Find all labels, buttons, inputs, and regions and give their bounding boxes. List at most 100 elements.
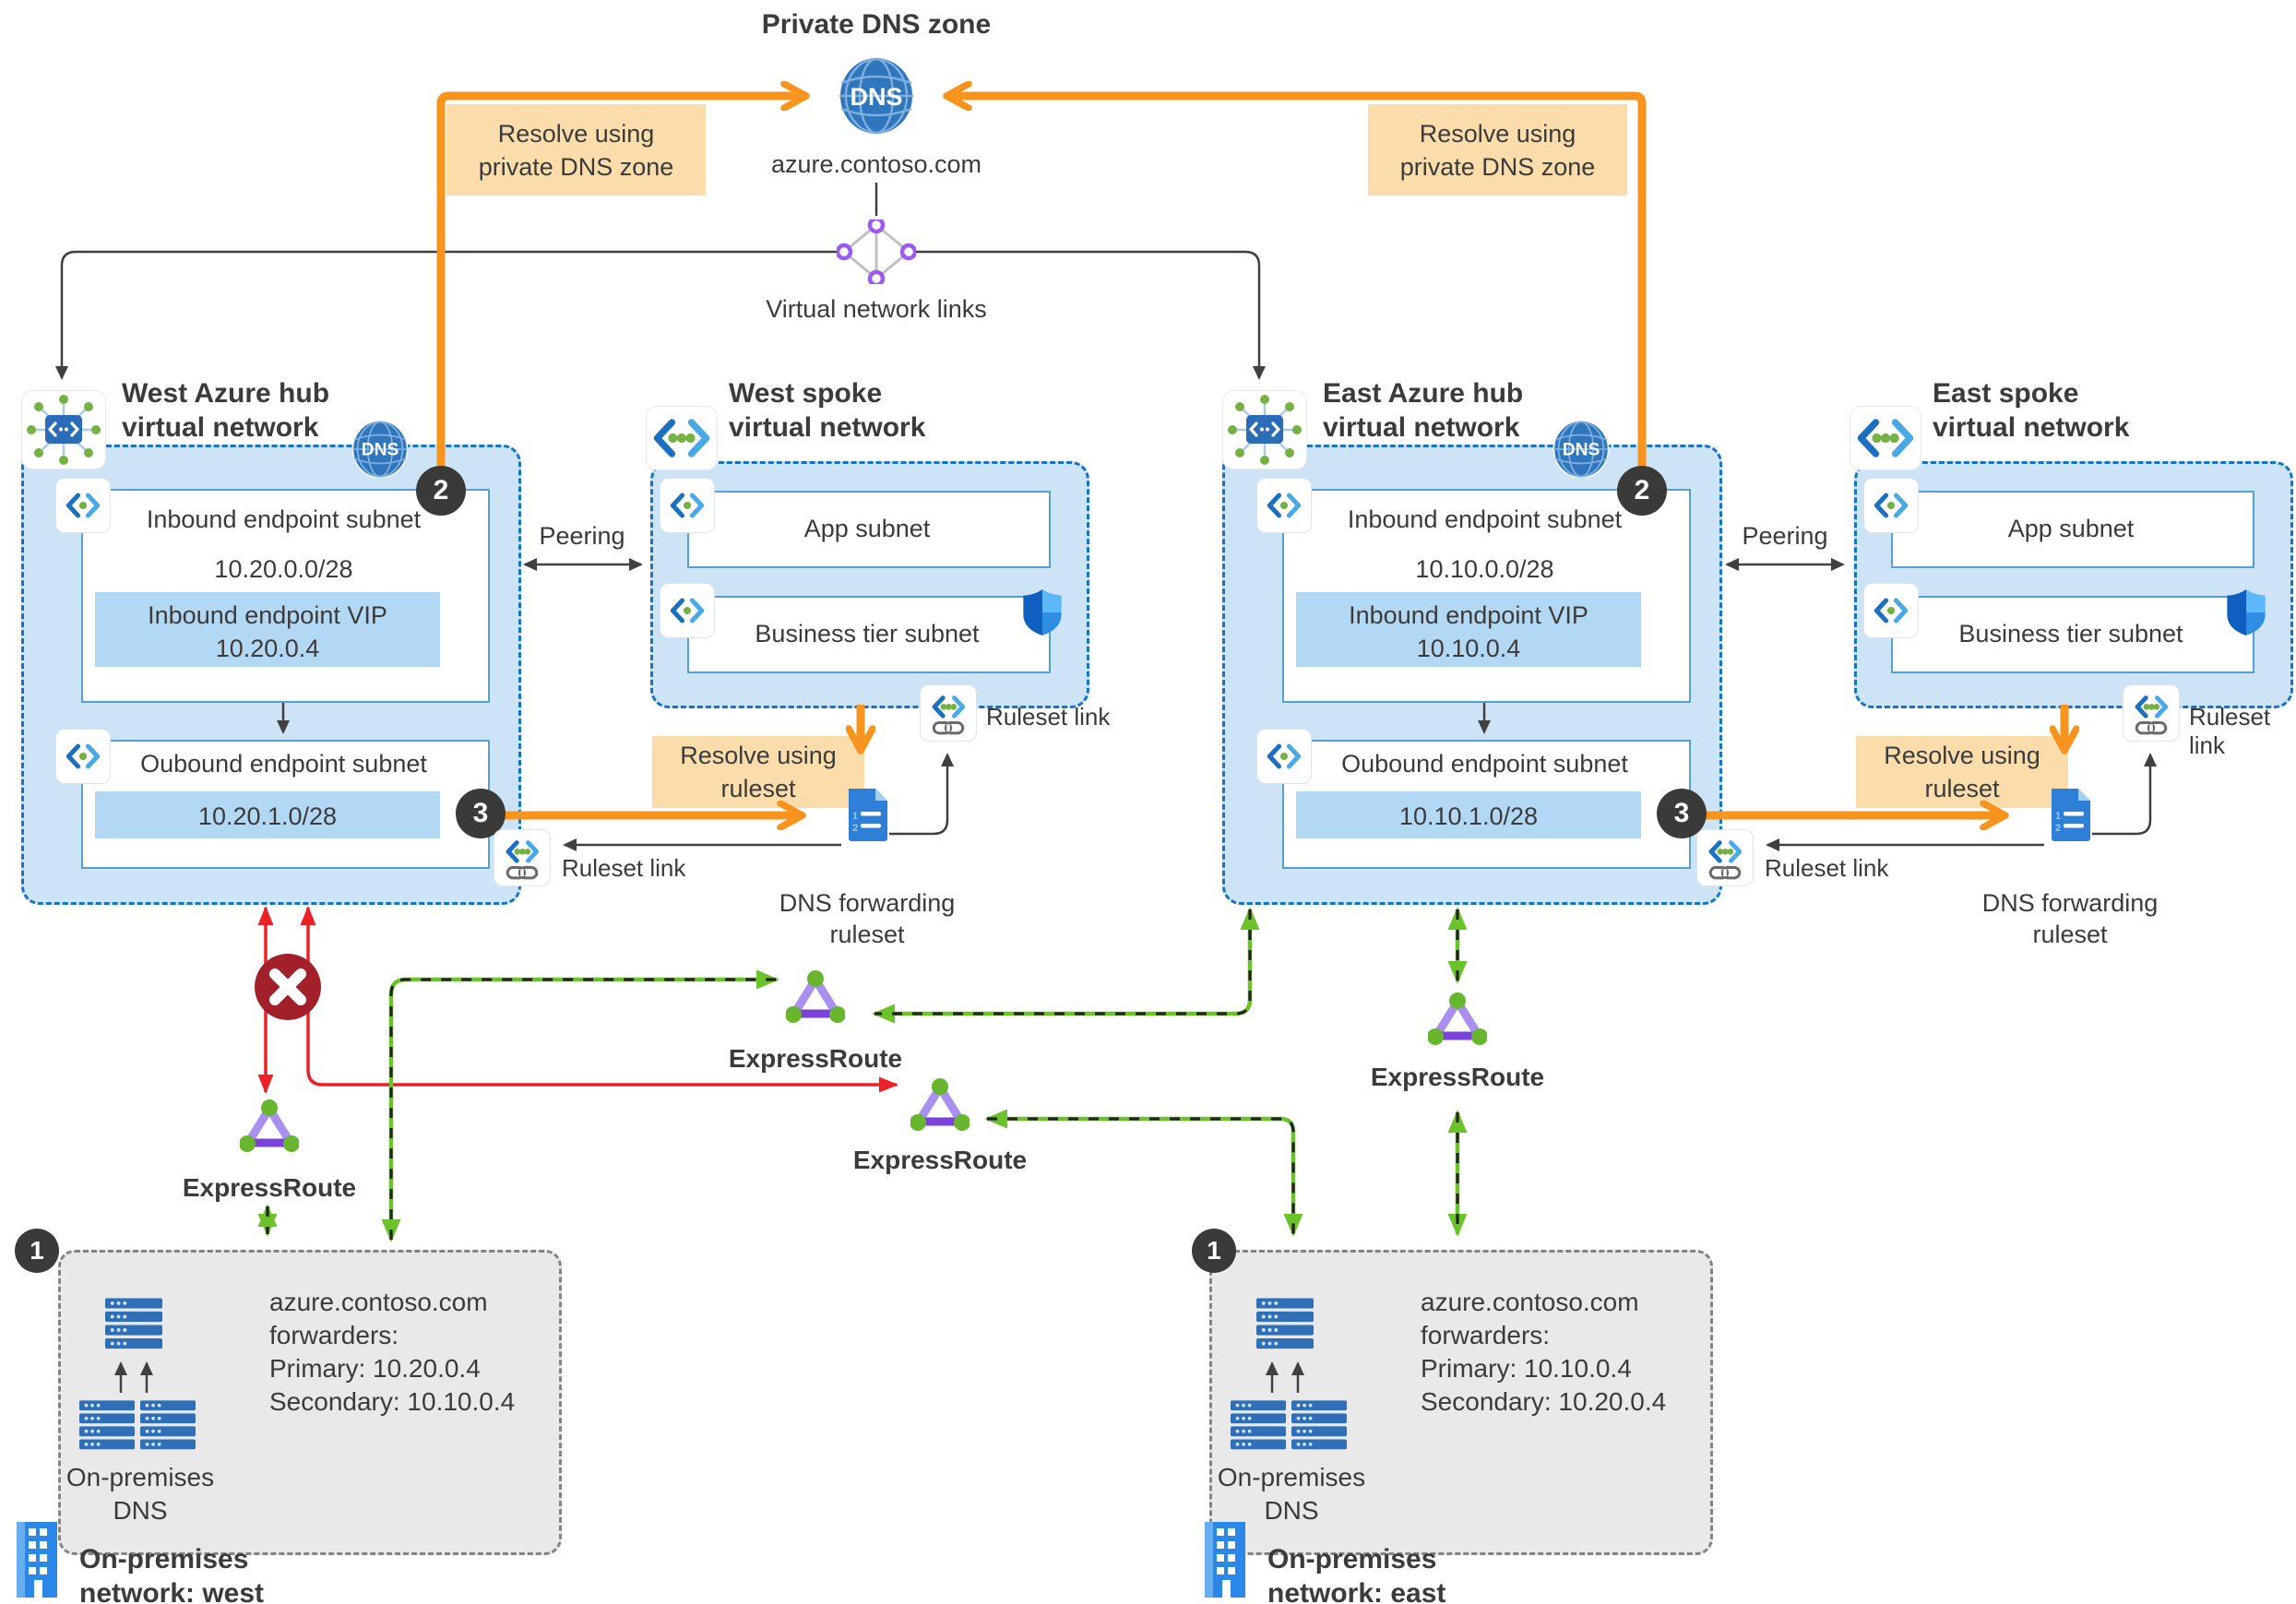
west-ruleset-link-icon-spoke [920,684,977,742]
west-inbound-vip-box [95,592,440,667]
ruleset-link-icon [496,832,548,884]
east-outbound-subnet-iconbox [1256,729,1312,784]
west-app-subnet-box [687,491,1051,568]
west-outbound-cidr: 10.20.1.0/28 [197,802,338,830]
west-ruleset-link-label-spoke: Ruleset link [986,703,1111,731]
private-dns-domain: azure.contoso.com [770,150,982,178]
expressroute-label-mid-lower: ExpressRoute [852,1146,1028,1174]
onprem-forwarders-heading: forwarders: [269,1321,399,1349]
expressroute-label-west: ExpressRoute [182,1173,357,1202]
onprem-west-server-stack-right [140,1398,196,1452]
west-hub-dns-badge-text: DNS [362,441,399,460]
onprem-west-forwarders-text: azure.contoso.com forwarders: Primary: 1… [269,1286,515,1419]
onprem-forwarders-domain: azure.contoso.com [269,1288,488,1316]
expressroute-icon-mid-lower [910,1078,970,1132]
onprem-dns-label-line2: DNS [1264,1496,1319,1525]
onprem-forwarders-primary: Primary: 10.20.0.4 [269,1354,481,1383]
west-inbound-vip-ip: 10.20.0.4 [215,635,320,662]
west-outbound-subnet-iconbox [55,729,111,784]
east-hub-vnet-icon [1222,390,1307,469]
west-ruleset-link-label-hub: Ruleset link [562,854,686,882]
east-inbound-cidr: 10.10.0.0/28 [1415,555,1554,583]
vnet-links-icon [837,220,916,284]
east-hub-dns-badge-icon: DNS [1552,421,1610,478]
step-2-badge-east: 2 [1617,466,1667,516]
onprem-forwarders-primary: Primary: 10.10.0.4 [1421,1354,1632,1383]
west-spoke-title-line2: virtual network [729,412,926,443]
vnet-links-label: Virtual network links [766,295,987,323]
onprem-forwarders-secondary: Secondary: 10.20.0.4 [1421,1387,1667,1416]
east-forwarding-ruleset-label: DNS forwarding ruleset [1950,887,2190,950]
onprem-network-label-line1: On-premises [1267,1544,1437,1574]
callout-text: Resolve using [680,742,837,769]
east-app-subnet-iconbox [1863,478,1919,533]
expressroute-label-mid-upper: ExpressRoute [728,1044,903,1073]
west-business-subnet-label: Business tier subnet [755,620,980,648]
onprem-west-dns-server-icon [105,1297,162,1350]
dns-globe-icon: DNS [838,57,915,135]
onprem-dns-label-line1: On-premises [1217,1463,1366,1491]
east-business-subnet-label: Business tier subnet [1958,620,2183,648]
callout-text: Resolve using [1419,119,1576,148]
east-hub-title-line2: virtual network [1323,412,1520,443]
callout-text: ruleset [1924,775,2000,802]
peering-label-east: Peering [1742,522,1828,550]
west-hub-title-line1: West Azure hub [122,378,330,409]
onprem-east-forwarders-text: azure.contoso.com forwarders: Primary: 1… [1421,1286,1666,1419]
west-hub-vnet-icon [21,390,106,469]
east-outbound-subnet-label: Oubound endpoint subnet [1341,750,1628,778]
onprem-network-label-line2: network: west [79,1578,265,1604]
east-app-subnet-box [1891,491,2254,568]
east-business-subnet-box [1891,596,2254,673]
east-outbound-cidr-box [1296,791,1641,838]
onprem-dns-label-line2: DNS [113,1496,168,1525]
west-inbound-cidr: 10.20.0.0/28 [214,555,353,583]
west-outbound-cidr-box [95,791,440,838]
onprem-east-dns-server-icon [1256,1297,1314,1350]
expressroute-icon-mid-upper [786,970,845,1024]
west-business-subnet-box [687,596,1051,673]
west-hub-dns-badge-icon: DNS [351,421,409,478]
east-ruleset-link-label-hub: Ruleset link [1765,854,1889,882]
forwarding-label-line2: ruleset [2032,921,2108,948]
onprem-network-label-line2: network: east [1267,1578,1446,1604]
east-inbound-subnet-label: Inbound endpoint subnet [1347,505,1623,533]
west-app-subnet-label: App subnet [803,515,931,542]
east-inbound-vip-label: Inbound endpoint VIP [1349,601,1588,629]
west-hub-title: West Azure hub virtual network [122,376,329,445]
east-inbound-vip-ip: 10.10.0.4 [1416,635,1521,662]
onprem-west-dns-label: On-premises DNS [39,1461,242,1527]
onprem-east-dns-label: On-premises DNS [1190,1461,1393,1527]
step-2-badge-west: 2 [416,466,466,516]
west-forwarding-ruleset-label: DNS forwarding ruleset [747,887,987,950]
west-business-subnet-iconbox [660,583,715,638]
west-spoke-title-line1: West spoke [729,378,883,409]
ruleset-link-icon [922,687,974,739]
east-spoke-title-line1: East spoke [1933,378,2079,409]
east-inbound-vip-box [1296,592,1641,667]
east-outbound-cidr: 10.10.1.0/28 [1398,802,1539,830]
east-business-subnet-iconbox [1863,583,1919,638]
onprem-dns-label-line1: On-premises [65,1463,215,1491]
east-hub-title-line1: East Azure hub [1323,378,1524,409]
east-spoke-title: East spoke virtual network [1933,376,2129,445]
ruleset-link-icon [2125,687,2177,739]
onprem-east-building-icon [1205,1522,1245,1598]
east-ruleset-link-icon-spoke [2123,684,2180,742]
west-nsg-shield-icon [1022,588,1063,636]
green-onpremwest-to-er1 [381,969,779,1242]
onprem-west-building-icon [17,1522,57,1598]
resolve-ruleset-callout-east: Resolve using ruleset [1856,736,2068,808]
onprem-west-server-stack-left [79,1398,135,1452]
ruleset-link-icon [1699,832,1751,884]
onprem-network-label-line1: On-premises [79,1544,249,1574]
forwarding-label-line1: DNS forwarding [779,889,956,917]
forwarding-label-line2: ruleset [829,921,905,948]
step-3-badge-east: 3 [1657,789,1707,838]
onprem-forwarders-secondary: Secondary: 10.10.0.4 [269,1387,516,1416]
east-hub-dns-badge-text: DNS [1563,441,1600,460]
callout-text: Resolve using [1884,742,2040,769]
green-dash-overlay [987,1117,1295,1234]
onprem-forwarders-domain: azure.contoso.com [1421,1288,1639,1316]
